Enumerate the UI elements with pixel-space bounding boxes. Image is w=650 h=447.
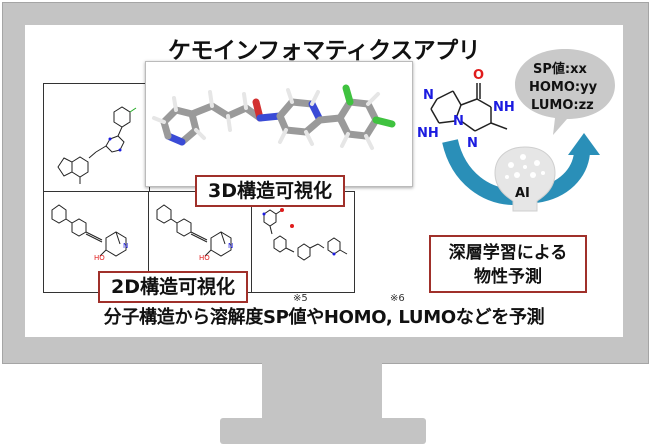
n-atom-label-1: N: [423, 88, 434, 103]
oxygen-atom-label: O: [473, 68, 484, 83]
footnote-6: ※6: [390, 293, 405, 304]
svg-text:N: N: [123, 242, 128, 250]
ai-brain-icon: AI: [494, 146, 556, 212]
nh-atom-label-2: NH: [417, 126, 439, 141]
2d-visualization-label: 2D構造可視化: [98, 271, 248, 303]
molecule-3d-render: [152, 84, 396, 150]
prediction-label-line1: 深層学習による: [448, 243, 568, 263]
ai-label: AI: [515, 186, 530, 201]
structure-panel-4[interactable]: [251, 191, 355, 293]
bubble-lumo-value: LUMO:zz: [531, 98, 594, 113]
molecule-input-structure: O NH NH N N N: [417, 68, 515, 151]
prediction-bubble: SP値:xx HOMO:yy LUMO:zz: [515, 49, 615, 135]
molecule-2d-4: [262, 208, 348, 261]
app-title: ケモインフォマティクスアプリ: [167, 38, 481, 64]
caption: 分子構造から溶解度SP値やHOMO, LUMOなどを予測: [103, 307, 545, 328]
3d-visualization-label: 3D構造可視化: [195, 175, 345, 207]
n-atom-label-3: N: [453, 114, 464, 129]
deep-learning-prediction-label: 深層学習による 物性予測: [429, 235, 587, 293]
monitor-frame: ケモインフォマティクスアプリ: [2, 2, 649, 364]
svg-text:N: N: [228, 242, 233, 250]
svg-text:HO: HO: [199, 254, 210, 262]
nh-atom-label-1: NH: [493, 100, 515, 115]
monitor-stand-neck: [262, 363, 382, 420]
molecule-2d-2: HO N: [51, 204, 128, 262]
bubble-homo-value: HOMO:yy: [529, 80, 598, 95]
screen: ケモインフォマティクスアプリ: [25, 25, 623, 337]
molecule-2d-3: HO N: [156, 204, 233, 262]
svg-text:HO: HO: [94, 254, 105, 262]
prediction-label-line2: 物性予測: [474, 267, 542, 287]
n-atom-label-2: N: [467, 136, 478, 151]
bubble-sp-value: SP値:xx: [533, 61, 587, 77]
molecule-2d-1: [57, 106, 137, 184]
monitor-stand-base: [220, 418, 426, 444]
structure-panel-1[interactable]: [43, 83, 150, 193]
footnote-5: ※5: [293, 293, 308, 304]
structure-3d-viewer[interactable]: [145, 61, 413, 187]
